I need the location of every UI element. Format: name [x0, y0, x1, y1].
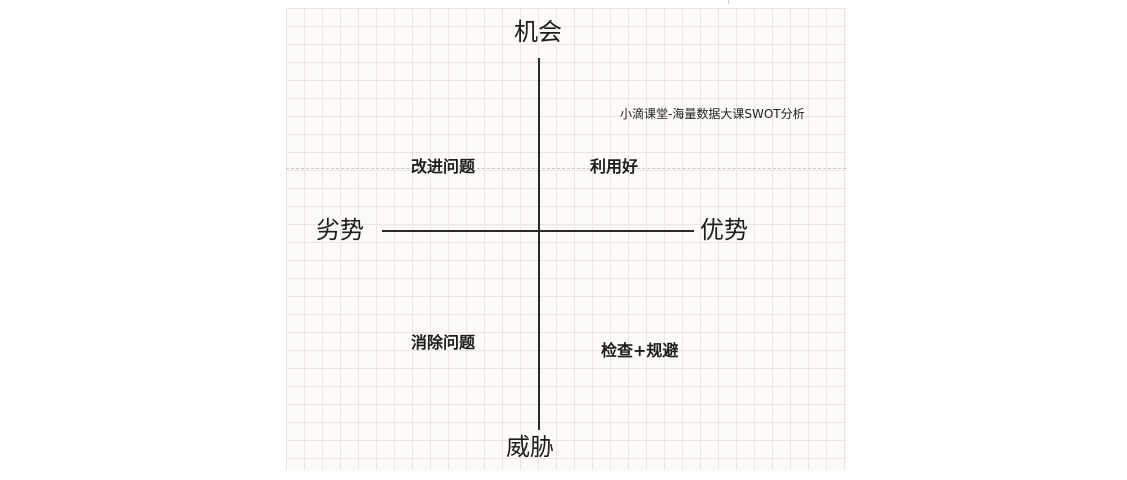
quadrant-bottom-left-label: 消除问题	[411, 333, 476, 352]
diagram-caption: 小滴课堂-海量数据大课SWOT分析	[620, 107, 805, 121]
quadrant-top-right-label: 利用好	[590, 157, 639, 176]
top-edge-tick	[728, 0, 729, 4]
axis-label-weaknesses: 劣势	[316, 216, 364, 244]
axis-label-opportunities: 机会	[514, 18, 562, 46]
axis-label-strengths: 优势	[700, 216, 748, 244]
vertical-axis	[538, 58, 540, 430]
axis-label-threats: 威胁	[506, 433, 554, 461]
horizontal-axis	[382, 230, 694, 232]
dashed-guide-line	[286, 168, 846, 169]
quadrant-top-left-label: 改进问题	[411, 157, 476, 176]
quadrant-bottom-right-label: 检查+规避	[601, 341, 679, 360]
swot-grid-canvas	[286, 8, 846, 470]
